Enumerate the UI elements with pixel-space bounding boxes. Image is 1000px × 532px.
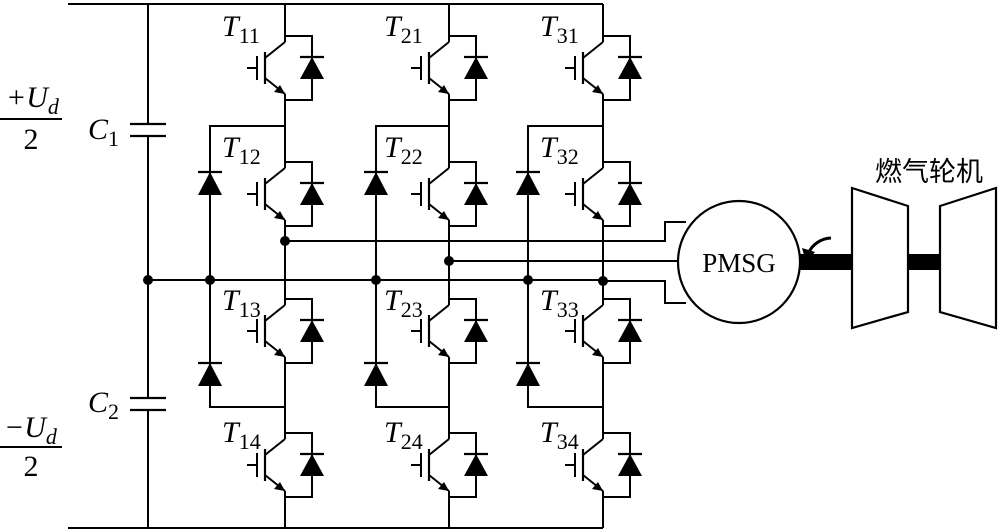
- bridge-leg-2: [364, 4, 488, 528]
- igbt-t32: [565, 152, 642, 236]
- clamp-junction-dot-2: [371, 275, 381, 285]
- phase-c-wire: [603, 280, 686, 304]
- capacitor-c2-label: C2: [88, 386, 119, 424]
- switch-label-t34: T34: [540, 416, 579, 454]
- switch-label-t22: T22: [384, 131, 423, 169]
- igbt-t11: [247, 26, 324, 110]
- clamp-diodes-leg-2: [364, 125, 449, 408]
- turbine-expander-stage: [938, 186, 998, 330]
- plus-ud-denominator: 2: [24, 123, 39, 156]
- switch-label-t21: T21: [384, 10, 423, 48]
- positive-source-label: +Ud 2: [0, 81, 62, 156]
- switch-label-t32: T32: [540, 131, 579, 169]
- converter-legs: [198, 4, 642, 528]
- clamp-diodes-leg-1: [198, 125, 285, 408]
- phase-c-junction-dot: [598, 276, 608, 286]
- capacitor-c1-symbol: [130, 122, 166, 138]
- switch-label-t14: T14: [222, 416, 261, 454]
- clamp-diodes-leg-3: [516, 125, 603, 408]
- igbt-t13: [247, 289, 324, 373]
- igbt-t34: [565, 423, 642, 507]
- switch-label-t23: T23: [384, 284, 423, 322]
- switch-label-t33: T33: [540, 284, 579, 322]
- turbine-compressor-stage: [850, 186, 910, 330]
- igbt-t14: [247, 423, 324, 507]
- phase-a-junction-dot: [280, 236, 290, 246]
- bridge-leg-3: [516, 4, 642, 528]
- pmsg-label: PMSG: [702, 248, 776, 278]
- clamp-junction-dot-1: [205, 275, 215, 285]
- minus-ud-denominator: 2: [24, 450, 39, 483]
- turbine-shaft: [908, 254, 940, 270]
- bridge-leg-1: [198, 4, 324, 528]
- igbt-t24: [411, 423, 488, 507]
- clamp-junction-dot-3: [523, 275, 533, 285]
- phase-b-junction-dot: [444, 256, 454, 266]
- phase-a-wire: [285, 221, 686, 242]
- igbt-t33: [565, 289, 642, 373]
- switch-label-t31: T31: [540, 10, 579, 48]
- switch-label-t12: T12: [222, 131, 261, 169]
- igbt-t12: [247, 152, 324, 236]
- neutral-junction-dot: [143, 275, 153, 285]
- igbt-t31: [565, 26, 642, 110]
- gas-turbine-label: 燃气轮机: [875, 157, 983, 188]
- igbt-t22: [411, 152, 488, 236]
- generator-shaft: [800, 254, 852, 270]
- rotation-arrow-head: [802, 248, 815, 262]
- switch-label-t13: T13: [222, 284, 261, 322]
- igbt-t21: [411, 26, 488, 110]
- minus-ud-numerator: −Ud: [4, 411, 58, 449]
- capacitor-c2-symbol: [130, 396, 166, 412]
- capacitor-c1-label: C1: [88, 113, 119, 151]
- switch-label-t11: T11: [222, 10, 260, 48]
- igbt-t23: [411, 289, 488, 373]
- plus-ud-numerator: +Ud: [6, 81, 60, 119]
- negative-source-label: −Ud 2: [0, 411, 62, 483]
- switch-label-t24: T24: [384, 416, 423, 454]
